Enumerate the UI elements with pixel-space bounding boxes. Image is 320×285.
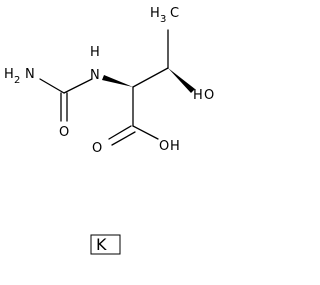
bond-carboxyl-double-2 bbox=[111, 131, 136, 146]
methyl-h-label: H bbox=[150, 6, 160, 21]
methyl-c-label: C bbox=[170, 6, 179, 21]
amide-nh2-h-subscript: 2 bbox=[14, 75, 20, 86]
wedge-calpha-n bbox=[102, 75, 133, 87]
bond-n-ureacarbon bbox=[63, 78, 93, 94]
bond-carboxyl-double-1 bbox=[108, 125, 132, 140]
wedge-cbeta-oh bbox=[168, 68, 195, 93]
hydroxyl-o-label: O bbox=[204, 88, 214, 103]
wedges bbox=[102, 68, 195, 93]
hydroxyl-h-label: H bbox=[193, 88, 203, 103]
urea-carbonyl-o-label: O bbox=[59, 125, 69, 140]
chemical-structure: H 3 C H 2 N H N H O O O O H K bbox=[4, 6, 214, 255]
bond-calpha-cbeta bbox=[132, 67, 169, 88]
nh-n-label: N bbox=[90, 68, 100, 83]
methyl-h-subscript: 3 bbox=[160, 14, 166, 25]
carboxyl-oh-o-label: O bbox=[159, 139, 169, 154]
carboxyl-o-label: O bbox=[92, 141, 102, 156]
amide-nh2-h-label: H bbox=[4, 67, 14, 82]
atom-labels: H 3 C H 2 N H N H O O O O H bbox=[4, 6, 214, 156]
potassium-label: K bbox=[96, 235, 107, 254]
amide-nh2-n-label: N bbox=[25, 67, 35, 82]
nh-h-label: H bbox=[90, 45, 100, 60]
bonds bbox=[39, 29, 169, 146]
potassium-box bbox=[90, 234, 121, 255]
carboxyl-oh-h-label: H bbox=[170, 139, 180, 154]
counterion: K bbox=[90, 234, 121, 255]
bond-carboxyl-oh bbox=[132, 125, 159, 140]
bond-ureacarbon-nh2 bbox=[39, 78, 65, 94]
